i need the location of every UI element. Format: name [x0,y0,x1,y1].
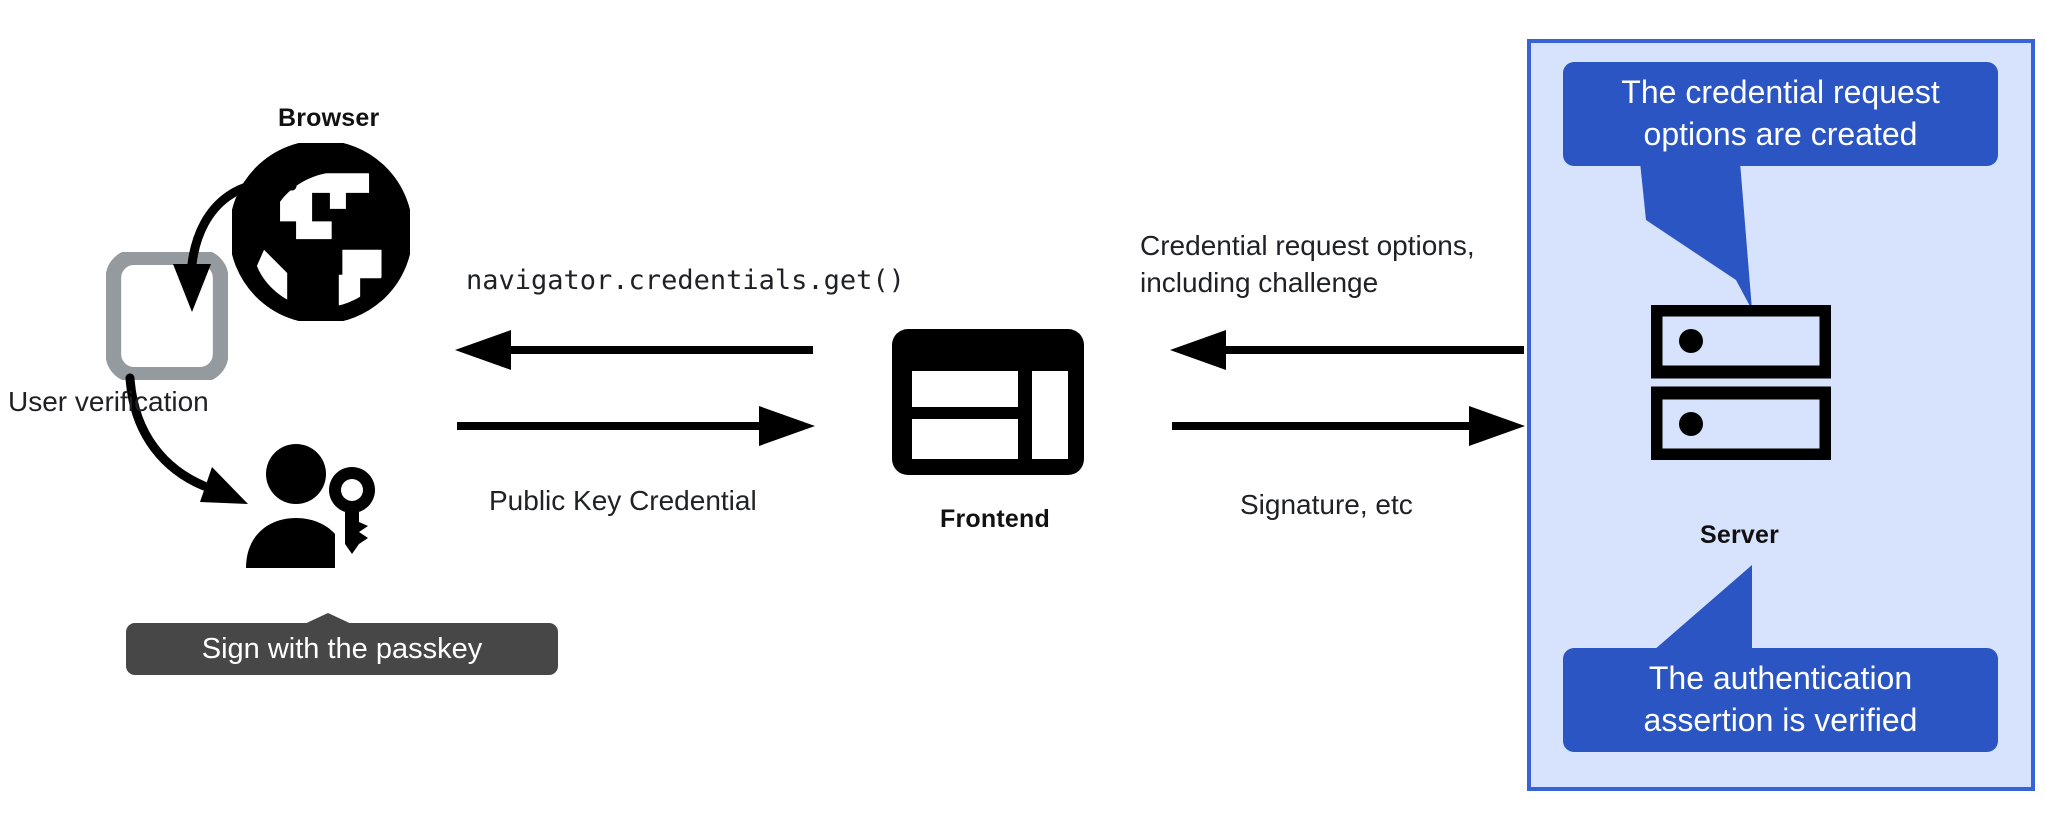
frontend-to-browser-arrow [455,330,815,370]
tooltip-text: Sign with the passkey [201,632,483,665]
server-rack-icon [1649,303,1833,462]
sign-with-passkey-tooltip: Sign with the passkey [126,613,558,675]
tooltip-body [126,623,558,675]
navigator-credentials-get-label: navigator.credentials.get() [466,265,905,296]
user-verification-label: User verification [8,386,209,417]
cred-opts-line-2: including challenge [1140,266,1379,298]
person-with-key-icon [240,440,380,570]
browser-node-label: Browser [278,104,380,132]
credential-request-options-label: Credential request options, including ch… [1140,228,1475,302]
frontend-to-server-arrow [1170,406,1525,446]
public-key-credential-label: Public Key Credential [489,485,757,516]
mobile-phone-icon [105,249,229,383]
browser-to-phone-arrow [96,160,316,360]
web-layout-icon [890,327,1086,477]
callout-top-pointer [1640,160,1860,320]
globe-icon [229,140,413,324]
frontend-node-label: Frontend [940,505,1050,533]
cred-opts-line-1: Credential request options, [1140,230,1475,261]
signature-etc-label: Signature, etc [1240,489,1413,520]
phone-to-user-arrow [100,370,300,530]
callout-credential-request-options: The credential request options are creat… [1563,62,1998,166]
server-node-label: Server [1700,521,1780,549]
server-to-frontend-arrow [1170,330,1525,370]
callout-bottom-pointer [1640,565,1860,675]
browser-to-frontend-arrow [455,406,815,446]
callout-authentication-assertion: The authentication assertion is verified [1563,648,1998,752]
